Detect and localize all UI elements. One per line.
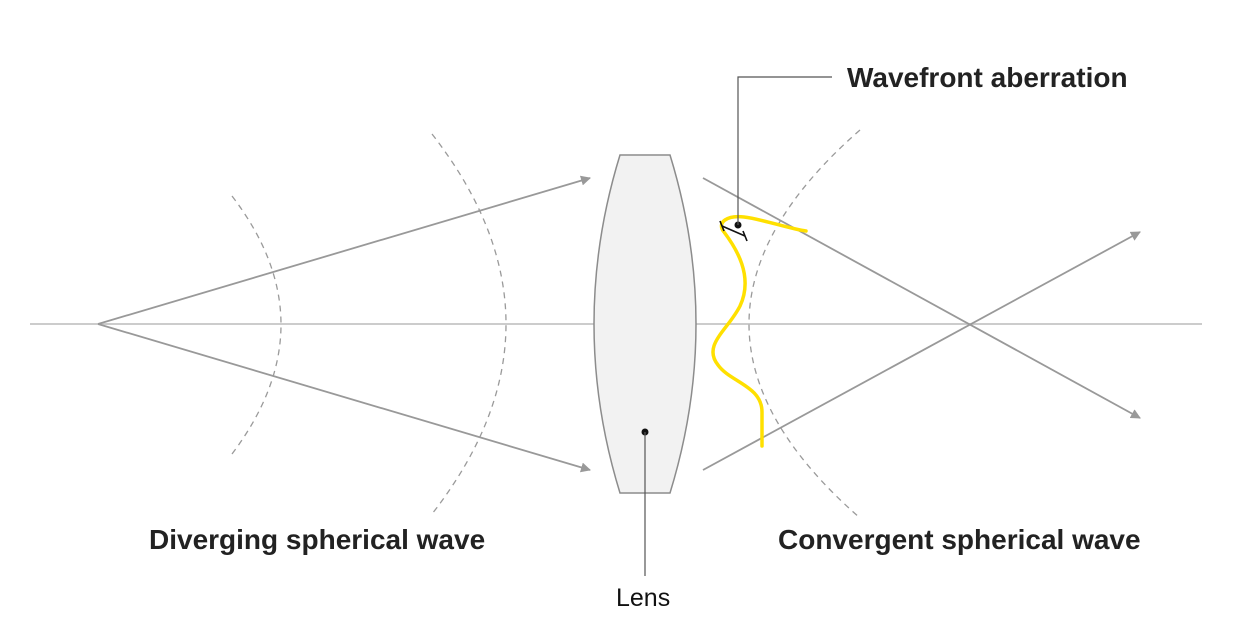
wavefront-aberration-label: Wavefront aberration: [847, 62, 1128, 93]
aberration-marker-cap-right: [742, 230, 748, 242]
incident-ray-upper: [97, 175, 591, 325]
convergent-wave-label: Convergent spherical wave: [778, 524, 1141, 555]
refracted-ray-lower: [702, 231, 1141, 471]
incident-ray-lower: [97, 323, 591, 473]
diverging-wave-label: Diverging spherical wave: [149, 524, 486, 555]
lens: [593, 154, 697, 494]
aberration-marker-tick: [721, 225, 746, 237]
lens-label: Lens: [616, 584, 671, 612]
aberration-marker-cap-left: [719, 220, 725, 232]
diverging-wavefront-outer: [431, 133, 507, 515]
aberrated-wavefront: [711, 214, 808, 448]
aberration-leader-line: [737, 76, 832, 225]
refracted-ray-upper: [702, 177, 1141, 419]
convergent-wavefront: [748, 129, 861, 519]
